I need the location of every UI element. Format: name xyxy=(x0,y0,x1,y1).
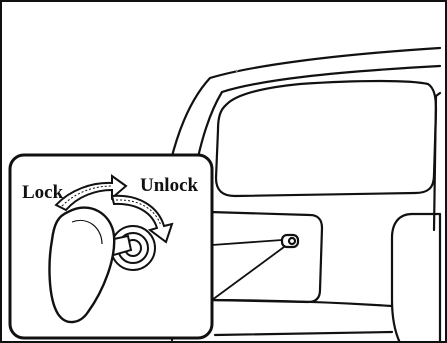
bumper-line xyxy=(215,332,392,335)
body-right-edge xyxy=(434,93,440,230)
unlock-label: Unlock xyxy=(140,175,199,196)
rear-window xyxy=(216,81,436,196)
key-inset: Lock Unlock xyxy=(10,155,212,338)
callout-leader-top xyxy=(212,240,282,245)
vehicle-keyhole-slot xyxy=(289,238,295,244)
tail-light xyxy=(392,214,440,343)
roof-inner-edge xyxy=(188,66,440,210)
callout-leader-bottom xyxy=(212,247,284,300)
lock-label: Lock xyxy=(22,182,64,203)
